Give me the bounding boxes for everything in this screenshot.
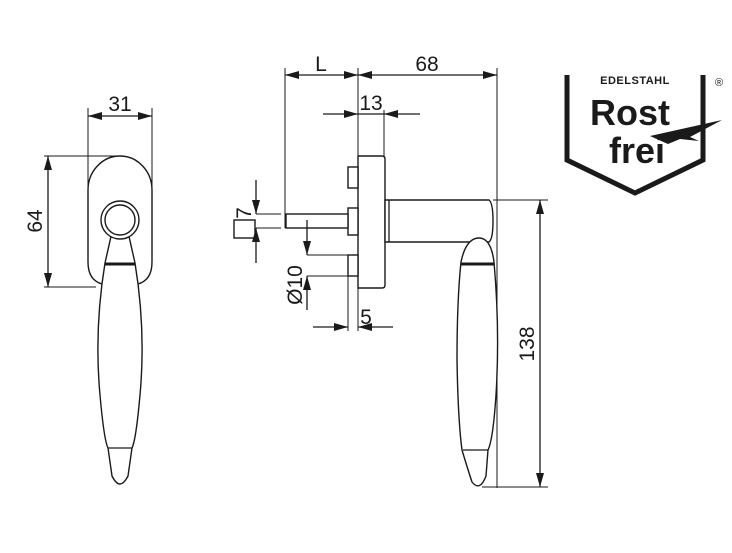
registered-mark: ® (715, 77, 723, 89)
handle-side (456, 237, 499, 487)
rosette-plate (357, 155, 386, 289)
fixing-pin (347, 254, 359, 277)
handle-front (97, 231, 143, 485)
dimension-64-label: 64 (24, 209, 47, 233)
spindle-square-section (233, 219, 256, 239)
front-view: 31 64 (24, 93, 153, 485)
dimension-31-label: 31 (108, 93, 131, 116)
dimension-diameter-10-label: Ø10 (284, 265, 307, 305)
logo-top-text: EDELSTAHL (600, 75, 670, 87)
dimension-5-label: 5 (360, 306, 372, 329)
shield-outline (564, 75, 706, 196)
spindle-ring-inner (104, 204, 136, 236)
swoosh-bird-icon (650, 120, 722, 144)
edelstahl-rostfrei-logo: EDELSTAHL ® Rost frei (564, 75, 723, 196)
dimension-138-label: 138 (516, 326, 539, 361)
dimension-13-label: 13 (359, 92, 382, 115)
handle-neck (384, 199, 494, 243)
side-view: L 68 13 7 Ø10 5 (233, 53, 548, 488)
dimension-7-label: 7 (233, 207, 256, 219)
spindle (285, 213, 349, 229)
spindle-boss (347, 207, 359, 236)
dimension-L-label: L (315, 53, 327, 76)
dimension-68-label: 68 (415, 53, 438, 76)
logo-rost-text: Rost (590, 92, 670, 133)
fixing-pin (347, 166, 359, 189)
